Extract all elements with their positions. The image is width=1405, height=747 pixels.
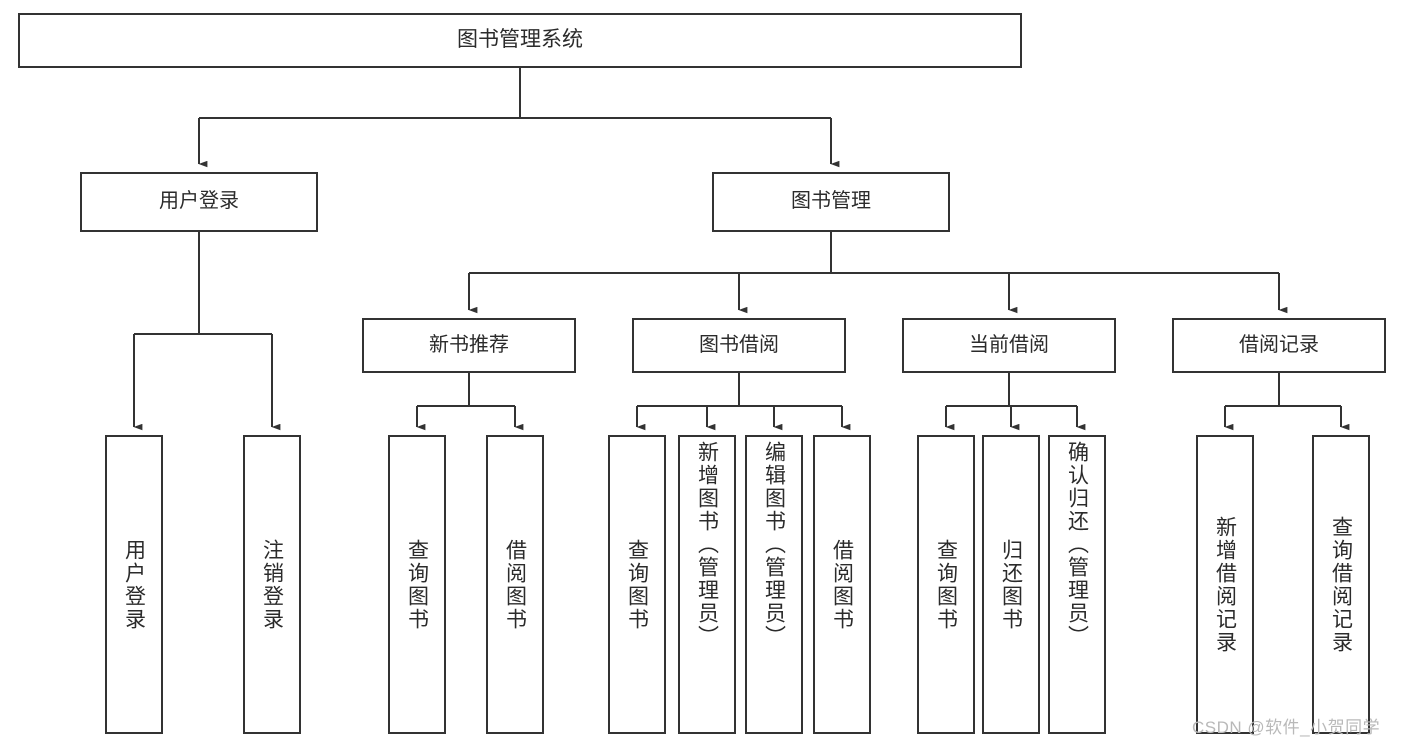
node-label: 图书借阅 xyxy=(699,333,779,356)
node-label: 用户登录 xyxy=(122,538,146,631)
node-label: 查询图书 xyxy=(934,538,958,631)
node-book-borrow[interactable]: 图书借阅 xyxy=(632,318,846,373)
node-leaf-user-logout[interactable]: 注销登录 xyxy=(243,435,301,734)
node-leaf-return-book[interactable]: 归还图书 xyxy=(982,435,1040,734)
node-leaf-user-login[interactable]: 用户登录 xyxy=(105,435,163,734)
node-leaf-edit-book[interactable]: 编辑图书（管理员） xyxy=(745,435,803,734)
node-label: 新增图书（管理员） xyxy=(695,441,719,648)
node-label: 当前借阅 xyxy=(969,333,1049,356)
node-label: 借阅记录 xyxy=(1239,333,1319,356)
node-label: 查询借阅记录 xyxy=(1329,515,1353,654)
node-leaf-add-record[interactable]: 新增借阅记录 xyxy=(1196,435,1254,734)
node-leaf-confirm-return[interactable]: 确认归还（管理员） xyxy=(1048,435,1106,734)
node-label: 编辑图书（管理员） xyxy=(762,441,786,648)
node-label: 新书推荐 xyxy=(429,333,509,356)
node-current-borrow[interactable]: 当前借阅 xyxy=(902,318,1116,373)
node-leaf-query-book-2[interactable]: 查询图书 xyxy=(608,435,666,734)
node-leaf-borrow-book-2[interactable]: 借阅图书 xyxy=(813,435,871,734)
node-leaf-borrow-book-1[interactable]: 借阅图书 xyxy=(486,435,544,734)
node-label: 图书管理 xyxy=(791,190,871,213)
node-user-login[interactable]: 用户登录 xyxy=(80,172,318,232)
node-leaf-add-book[interactable]: 新增图书（管理员） xyxy=(678,435,736,734)
node-label: 查询图书 xyxy=(405,538,429,631)
node-leaf-query-book-3[interactable]: 查询图书 xyxy=(917,435,975,734)
node-borrow-record[interactable]: 借阅记录 xyxy=(1172,318,1386,373)
node-label: 借阅图书 xyxy=(503,538,527,631)
node-root-system[interactable]: 图书管理系统 xyxy=(18,13,1022,68)
node-leaf-query-record[interactable]: 查询借阅记录 xyxy=(1312,435,1370,734)
node-label: 图书管理系统 xyxy=(457,28,583,52)
node-label: 确认归还（管理员） xyxy=(1065,441,1089,648)
node-label: 归还图书 xyxy=(999,538,1023,631)
node-label: 借阅图书 xyxy=(830,538,854,631)
node-label: 注销登录 xyxy=(260,538,284,631)
node-new-book-rec[interactable]: 新书推荐 xyxy=(362,318,576,373)
node-leaf-query-book-1[interactable]: 查询图书 xyxy=(388,435,446,734)
node-book-manage[interactable]: 图书管理 xyxy=(712,172,950,232)
node-label: 用户登录 xyxy=(159,190,239,213)
node-label: 查询图书 xyxy=(625,538,649,631)
node-label: 新增借阅记录 xyxy=(1213,515,1237,654)
